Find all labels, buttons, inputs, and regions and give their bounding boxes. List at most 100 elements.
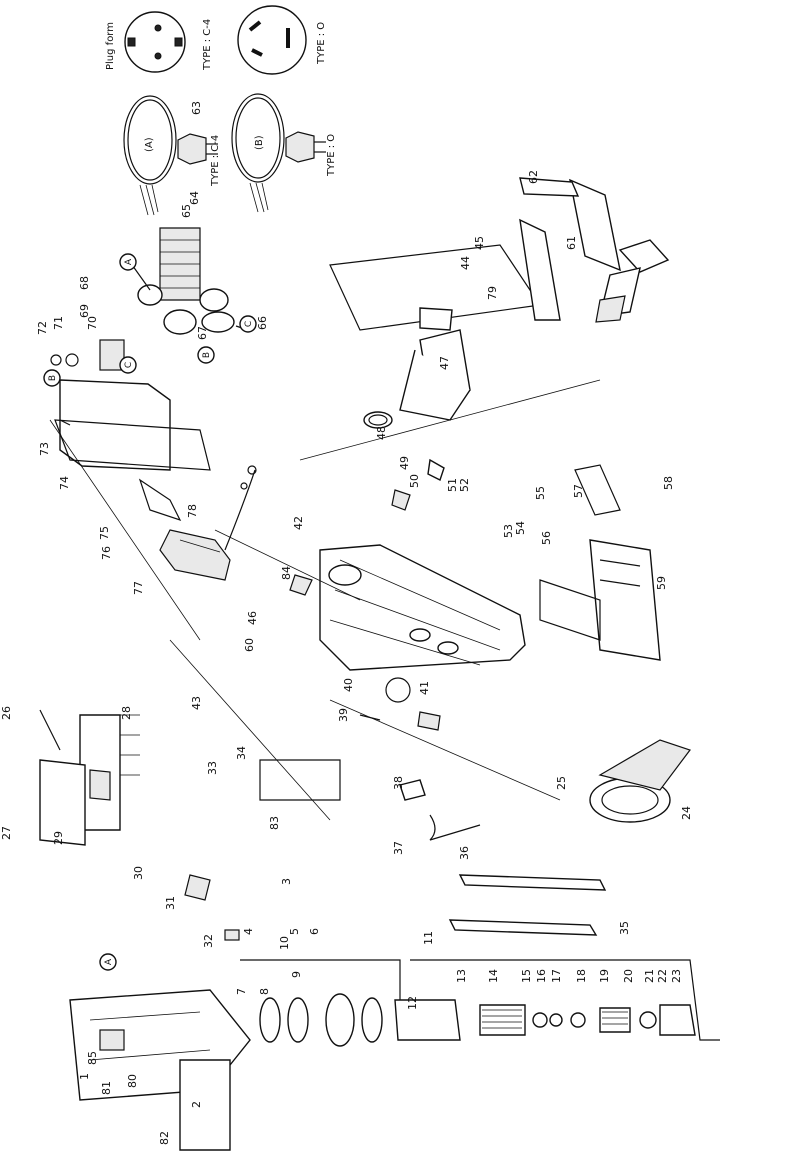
callout-70: 70 bbox=[86, 316, 99, 330]
marker-a-housing-label: A bbox=[104, 958, 114, 965]
callout-14: 14 bbox=[487, 969, 500, 983]
cord-b-label: (B) bbox=[254, 135, 265, 150]
callout-48: 48 bbox=[375, 426, 388, 440]
rack-slide bbox=[39, 709, 240, 941]
callout-23: 23 bbox=[670, 969, 683, 983]
callout-54: 54 bbox=[514, 521, 527, 535]
column-body bbox=[289, 489, 526, 671]
marker-b-right: B bbox=[197, 346, 215, 364]
callout-76: 76 bbox=[100, 546, 113, 560]
callout-67: 67 bbox=[196, 326, 209, 340]
callout-16: 16 bbox=[535, 969, 548, 983]
callout-19: 19 bbox=[598, 969, 611, 983]
callout-52: 52 bbox=[458, 478, 471, 492]
magnet-base bbox=[539, 464, 691, 823]
callout-83: 83 bbox=[268, 816, 281, 830]
callout-77: 77 bbox=[132, 581, 145, 595]
callout-22: 22 bbox=[656, 969, 669, 983]
callout-72: 72 bbox=[36, 321, 49, 335]
callout-42: 42 bbox=[292, 516, 305, 530]
spindle-assembly bbox=[240, 959, 720, 1047]
callout-43: 43 bbox=[190, 696, 203, 710]
callout-74: 74 bbox=[58, 476, 71, 490]
callout-41: 41 bbox=[418, 681, 431, 695]
marker-c-label: C bbox=[244, 321, 254, 327]
callout-10: 10 bbox=[278, 936, 291, 950]
callout-44: 44 bbox=[459, 256, 472, 270]
callout-35: 35 bbox=[618, 921, 631, 935]
plug-c4-face bbox=[124, 11, 186, 73]
callout-33: 33 bbox=[206, 761, 219, 775]
callout-2: 2 bbox=[190, 1101, 203, 1108]
callout-32: 32 bbox=[202, 934, 215, 948]
callout-49: 49 bbox=[398, 456, 411, 470]
callout-29: 29 bbox=[52, 831, 65, 845]
callout-73: 73 bbox=[38, 442, 51, 456]
marker-a-top-label: A bbox=[124, 258, 134, 265]
callout-36: 36 bbox=[458, 846, 471, 860]
cord-protectors bbox=[129, 227, 249, 361]
plug-o-type-label: TYPE : O bbox=[316, 22, 327, 65]
callout-84: 84 bbox=[280, 566, 293, 580]
callout-38: 38 bbox=[392, 776, 405, 790]
motor-housing bbox=[69, 989, 251, 1151]
callout-34: 34 bbox=[235, 746, 248, 760]
callout-24: 24 bbox=[680, 806, 693, 820]
callout-71: 71 bbox=[52, 316, 65, 330]
plug-o-face bbox=[237, 5, 307, 75]
power-cord-a: (A) TYPE : C-4 bbox=[123, 95, 221, 216]
callout-9: 9 bbox=[290, 971, 303, 978]
callout-85: 85 bbox=[86, 1051, 99, 1065]
marker-b-left-label: B bbox=[48, 375, 58, 381]
marker-b-left: B bbox=[43, 369, 61, 387]
callout-50: 50 bbox=[408, 474, 421, 488]
callout-46: 46 bbox=[246, 611, 259, 625]
cord-a-label: (A) bbox=[144, 137, 155, 152]
callout-15: 15 bbox=[520, 969, 533, 983]
callout-40: 40 bbox=[342, 678, 355, 692]
callout-28: 28 bbox=[120, 706, 133, 720]
gear-cover bbox=[299, 218, 601, 481]
callout-61: 61 bbox=[565, 236, 578, 250]
callout-47: 47 bbox=[438, 356, 451, 370]
callout-66: 66 bbox=[256, 316, 269, 330]
motor-handle bbox=[519, 177, 670, 323]
marker-c-switch-label: C bbox=[124, 362, 134, 368]
callout-13: 13 bbox=[455, 969, 468, 983]
callout-58: 58 bbox=[662, 476, 675, 490]
callout-55: 55 bbox=[534, 486, 547, 500]
callout-12: 12 bbox=[406, 996, 419, 1010]
callout-69: 69 bbox=[78, 304, 91, 318]
callout-4: 4 bbox=[242, 928, 255, 935]
callout-80: 80 bbox=[126, 1074, 139, 1088]
callout-31: 31 bbox=[164, 896, 177, 910]
marker-b-right-label: B bbox=[202, 352, 212, 358]
callout-21: 21 bbox=[643, 969, 656, 983]
callout-1: 1 bbox=[78, 1073, 91, 1080]
guide-strips bbox=[448, 874, 607, 936]
callout-27: 27 bbox=[0, 826, 13, 840]
marker-c-switch: C bbox=[119, 356, 137, 374]
plug-c4-type-label: TYPE : C-4 bbox=[202, 19, 213, 71]
callout-59: 59 bbox=[655, 576, 668, 590]
callout-75: 75 bbox=[98, 526, 111, 540]
callout-51: 51 bbox=[446, 478, 459, 492]
callout-30: 30 bbox=[132, 866, 145, 880]
callout-11: 11 bbox=[422, 931, 435, 945]
marker-a-top: A bbox=[119, 253, 137, 271]
callout-56: 56 bbox=[540, 531, 553, 545]
callout-62: 62 bbox=[527, 170, 540, 184]
callout-78: 78 bbox=[186, 504, 199, 518]
callout-57: 57 bbox=[572, 484, 585, 498]
type-o-cord-label: TYPE : O bbox=[326, 134, 337, 177]
misc-parts bbox=[214, 529, 561, 841]
callout-37: 37 bbox=[392, 841, 405, 855]
power-cord-b: (B) TYPE : O bbox=[231, 93, 337, 213]
callout-3: 3 bbox=[280, 878, 293, 885]
type-c4-cord-label: TYPE : C-4 bbox=[210, 135, 221, 187]
callout-45: 45 bbox=[473, 236, 486, 250]
marker-a-housing: A bbox=[99, 953, 117, 971]
